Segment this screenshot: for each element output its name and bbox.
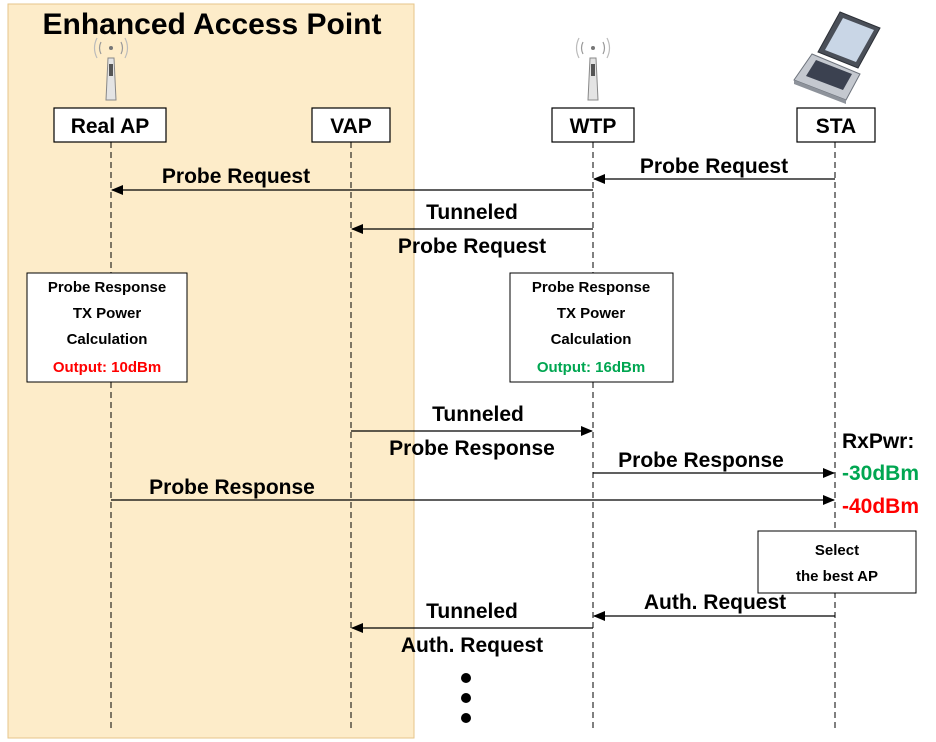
message-label: Probe Response [618,449,784,472]
rxpwr-label: RxPwr: [842,430,914,453]
calc-line: Calculation [67,331,148,348]
laptop-icon [793,11,881,104]
message-label: Tunneled [426,600,518,623]
entity-label: STA [816,115,856,138]
antenna-icon [575,37,611,101]
calc-line: Calculation [551,331,632,348]
message-label: Probe Response [389,437,555,460]
select-line: Select [815,542,859,559]
calc-output: Output: 16dBm [537,359,645,376]
entity-wtp: WTP [551,107,635,143]
rxpwr-real-ap-value: -40dBm [842,495,919,518]
calc-line: Probe Response [532,279,650,296]
continuation-dots [461,673,471,723]
entity-sta: STA [796,107,876,143]
message-label: Auth. Request [401,634,543,657]
calc-box-real-ap: Probe Response TX Power Calculation Outp… [26,272,188,383]
message-label: Probe Response [149,476,315,499]
entity-vap: VAP [311,107,391,143]
calc-line: Probe Response [48,279,166,296]
entity-label: VAP [330,115,372,138]
entity-real-ap: Real AP [53,107,167,143]
calc-box-wtp: Probe Response TX Power Calculation Outp… [509,272,674,383]
message-label: Tunneled [432,403,524,426]
select-line: the best AP [796,568,878,585]
entity-label: Real AP [71,115,150,138]
message-label: Probe Request [162,165,310,188]
region-title: Enhanced Access Point [43,8,382,41]
calc-line: TX Power [73,305,142,322]
entity-label: WTP [570,115,617,138]
rxpwr-wtp-value: -30dBm [842,462,919,485]
message-label: Probe Request [398,235,546,258]
calc-output: Output: 10dBm [53,359,161,376]
select-best-ap-box: Select the best AP [757,530,917,594]
message-label: Tunneled [426,201,518,224]
message-label: Probe Request [640,155,788,178]
calc-line: TX Power [557,305,626,322]
antenna-icon [93,37,129,101]
message-label: Auth. Request [644,591,786,614]
